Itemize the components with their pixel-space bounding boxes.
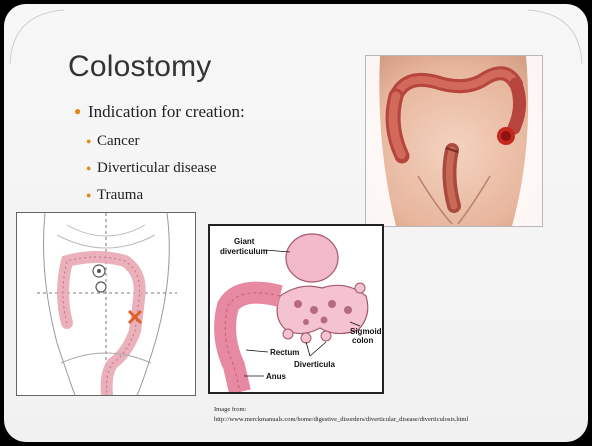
bullet-text: Trauma xyxy=(97,187,143,204)
colon-illustration-image xyxy=(365,55,543,227)
bullet-text: Cancer xyxy=(97,133,139,150)
bullet-text: Diverticular disease xyxy=(97,160,217,177)
bullet-dot-icon: ● xyxy=(86,136,91,146)
image-source-url: http://www.merckmanuals.com/home/digesti… xyxy=(214,416,468,423)
label-sigmoid: Sigmoid xyxy=(350,327,382,336)
label-diverticula: Diverticula xyxy=(294,360,335,369)
label-diverticulum: diverticulum xyxy=(220,247,268,256)
label-anus: Anus xyxy=(266,372,287,381)
diverticula-diagram-image: Giant diverticulum Sigmoid colon Rectum … xyxy=(208,224,384,394)
abdomen-diagram-image xyxy=(16,212,196,396)
bullet-dot-icon: ● xyxy=(74,104,81,119)
label-colon: colon xyxy=(352,336,373,345)
bullet-text: Indication for creation: xyxy=(88,102,245,122)
label-rectum: Rectum xyxy=(270,348,299,357)
bullet-dot-icon: ● xyxy=(86,190,91,200)
image-source-label: Image from: xyxy=(214,406,246,413)
label-giant: Giant xyxy=(234,237,255,246)
bullet-dot-icon: ● xyxy=(86,163,91,173)
slide-title: Colostomy xyxy=(68,50,212,84)
